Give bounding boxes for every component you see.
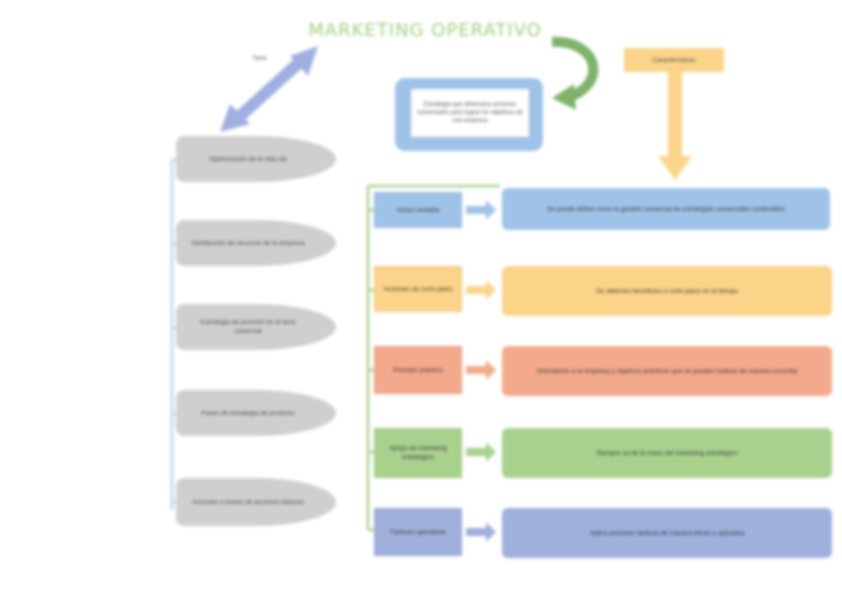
row-category: Acciones de corto plazo (374, 266, 462, 312)
row-arrows (466, 200, 496, 542)
row-category: Principio práctico (374, 346, 462, 394)
down-arrow-icon (658, 72, 692, 180)
row-category: Apoyo de marketing estratégico (374, 428, 462, 478)
row-category: Vision rentable (374, 192, 462, 228)
arrow-label: Tiene (252, 56, 267, 62)
row-description: Se puede definir como la gestión comerci… (502, 188, 830, 230)
note-text: Estrategia que determina acciones comerc… (410, 88, 530, 138)
left-item: Fases de estrategia de producto (176, 390, 336, 436)
left-item: Estrategia de posición en el área comerc… (176, 304, 336, 350)
left-item: Acciones a través de acciones básicas (176, 478, 336, 526)
row-arrow-icon (466, 280, 496, 300)
row-category: Tácticas operativas (374, 508, 462, 556)
left-item: Distribución de recursos de la empresa (176, 220, 336, 266)
diagram-title: MARKETING OPERATIVO (308, 20, 542, 41)
left-item: Optimización de la vida útil (176, 136, 336, 182)
row-description: Siempre va de la mano del marketing estr… (502, 428, 832, 478)
row-arrow-icon (466, 522, 496, 542)
row-description: Aplica acciones tácticas de manera efica… (502, 508, 832, 558)
characteristics-tag: Características (624, 48, 724, 72)
row-arrow-icon (466, 200, 496, 220)
row-arrow-icon (466, 442, 496, 462)
curved-arrow-icon (551, 36, 599, 110)
row-arrow-icon (466, 360, 496, 380)
row-description: Se obtienen beneficios a corto plazo en … (502, 266, 832, 316)
double-arrow-icon (220, 46, 318, 132)
row-description: Orientación a la empresa y objetivos prá… (502, 346, 832, 396)
